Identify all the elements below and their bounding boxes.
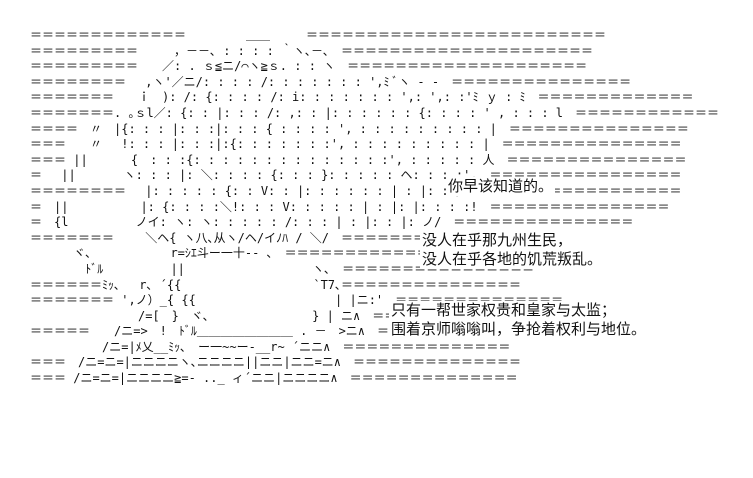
art-line: ＝＝＝＝＝＝＝＝＝＝＝＝＝ ＿＿ ＝＝＝＝＝＝＝＝＝＝＝＝＝＝＝＝＝＝＝＝＝＝＝…	[30, 28, 607, 42]
caption-block-2: 没人在乎那九州生民， 没人在乎各地的饥荒叛乱。	[420, 231, 605, 269]
caption-line: 没人在乎那九州生民，	[422, 231, 573, 249]
ascii-art-figure: ＝＝＝＝＝＝＝＝＝＝＝＝＝ ＿＿ ＝＝＝＝＝＝＝＝＝＝＝＝＝＝＝＝＝＝＝＝＝＝＝…	[30, 28, 730, 448]
art-line: ＝＝＝＝＝＝＝＝＝ ，－－､ : : : : ｀ヽ､－､ ＝＝＝＝＝＝＝＝＝＝＝…	[30, 43, 594, 58]
art-line: ＝＝＝＝＝＝＝＝ ,ヽ'／ニ/: : : : /: : : : : : : ',…	[30, 74, 632, 89]
art-line: ＝＝＝＝ 〃 |{: : : |: : :|: : : { : : : : ',…	[30, 121, 689, 136]
art-line: ＝＝＝＝＝＝＝. ｡ｓl／: {: : |: : : /: ,: : |: : …	[30, 105, 720, 120]
art-line: ＝＝＝ /ニ=ニ=|ニニニニヽ､ニニニニ||ニニ|ニニ=ニ∧ ＝＝＝＝＝＝＝＝＝…	[30, 355, 522, 370]
art-line: ＝ || |: {: : : :＼!: : : V: : : : : | : |…	[30, 199, 670, 214]
art-line: ヾ､ r=ｼｴ斗ー一十-- ､ ＝＝＝＝＝＝＝＝＝＝＝＝＝＝＝＝＝＝＝＝＝	[30, 246, 537, 261]
art-line: ＝＝＝＝＝＝＝＝ |: : : : : {: : V: : |: : : : :…	[30, 183, 682, 198]
art-line: /ニ=|ﾒ乂__ﾐｯ､ ー一~~ー-__r~ ´ニニ∧ ＝＝＝＝＝＝＝＝＝＝＝＝…	[30, 339, 511, 354]
caption-line: 你早该知道的。	[448, 177, 554, 195]
caption-block-1: 你早该知道的。	[446, 177, 556, 196]
art-line: ＝ || ヽ: : : |: ＼: : : : {: : : }: : : : …	[30, 168, 682, 183]
art-line: ﾄﾞﾙ || ヽ､ ＝＝＝＝＝＝＝＝＝＝＝＝＝＝＝＝	[30, 261, 535, 276]
art-line: ＝ {l ノイ: ヽ: ヽ: : : : : /: : : | : |: : |…	[30, 215, 634, 230]
art-line: ＝＝＝ || { : : :{: : : : : : : : : : : : :…	[30, 152, 687, 167]
art-line: ＝＝＝ /ニ=ニ=|ニニニニ≧=- .._ ィ´ニニ|ニニニニ∧ ＝＝＝＝＝＝＝…	[30, 371, 518, 386]
art-line: ＝＝＝ 〃 !: : : |: : :|:{: : : : : : :', : …	[30, 137, 682, 152]
art-line: ＝＝＝＝＝＝＝ ＼ヘ{ ヽ八､从ヽ/ヘ/イﾉﾊ / ＼/ ＝＝＝＝＝＝＝＝＝＝＝…	[30, 230, 546, 245]
caption-line: 围着京师嗡嗡叫，争抢着权利与地位。	[391, 320, 647, 338]
art-line: ＝＝＝＝＝＝＝＝＝ ／: . ｓ≦ニ/⌒ヽ≧ｓ. : : ヽ ＝＝＝＝＝＝＝＝＝…	[30, 59, 588, 74]
art-line: ＝＝＝＝＝＝＝ ｉ ): /: {: : : : /: i: : : : : :…	[30, 90, 694, 105]
art-line: ＝＝＝＝＝＝ﾐｯ､ r､ ´{{ `T7､＝＝＝＝＝＝＝＝＝＝＝＝＝＝＝	[30, 277, 522, 292]
caption-line: 没人在乎各地的饥荒叛乱。	[422, 250, 603, 268]
caption-block-3: 只有一帮世家权贵和皇家与太监； 围着京师嗡嗡叫，争抢着权利与地位。	[389, 301, 649, 339]
caption-line: 只有一帮世家权贵和皇家与太监；	[391, 301, 617, 319]
